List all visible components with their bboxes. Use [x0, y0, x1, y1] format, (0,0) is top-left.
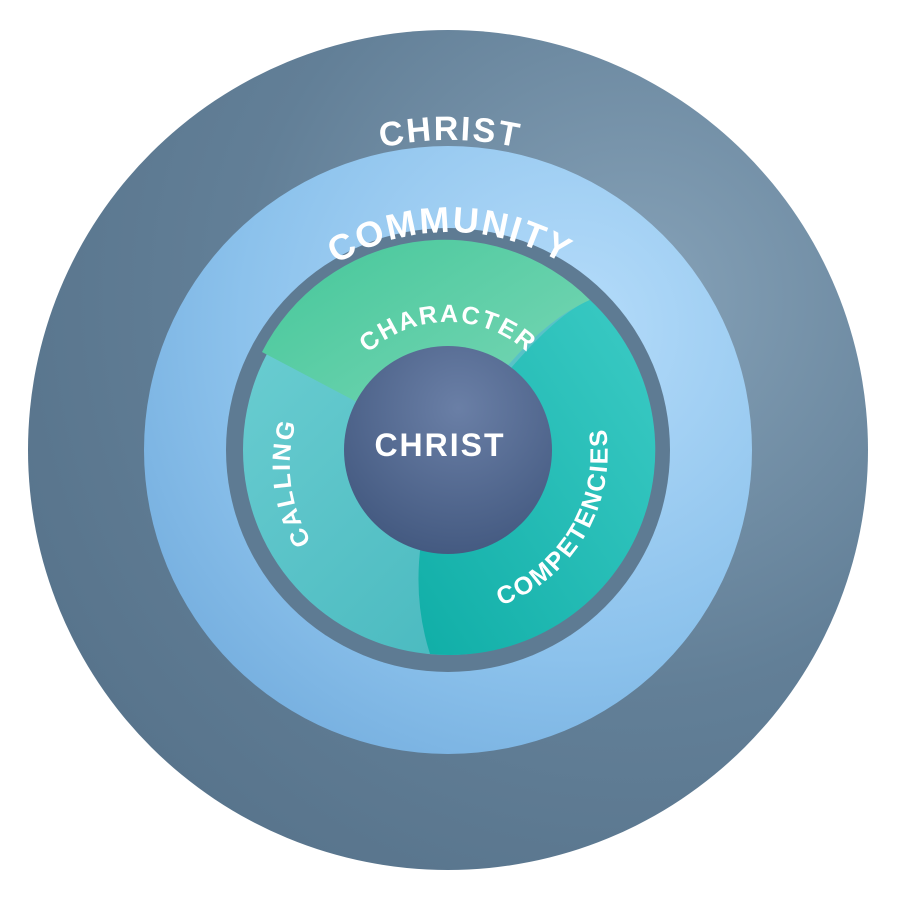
- character-segment: [262, 239, 590, 450]
- center-label: CHRIST: [374, 427, 505, 463]
- center-circle: [344, 346, 552, 554]
